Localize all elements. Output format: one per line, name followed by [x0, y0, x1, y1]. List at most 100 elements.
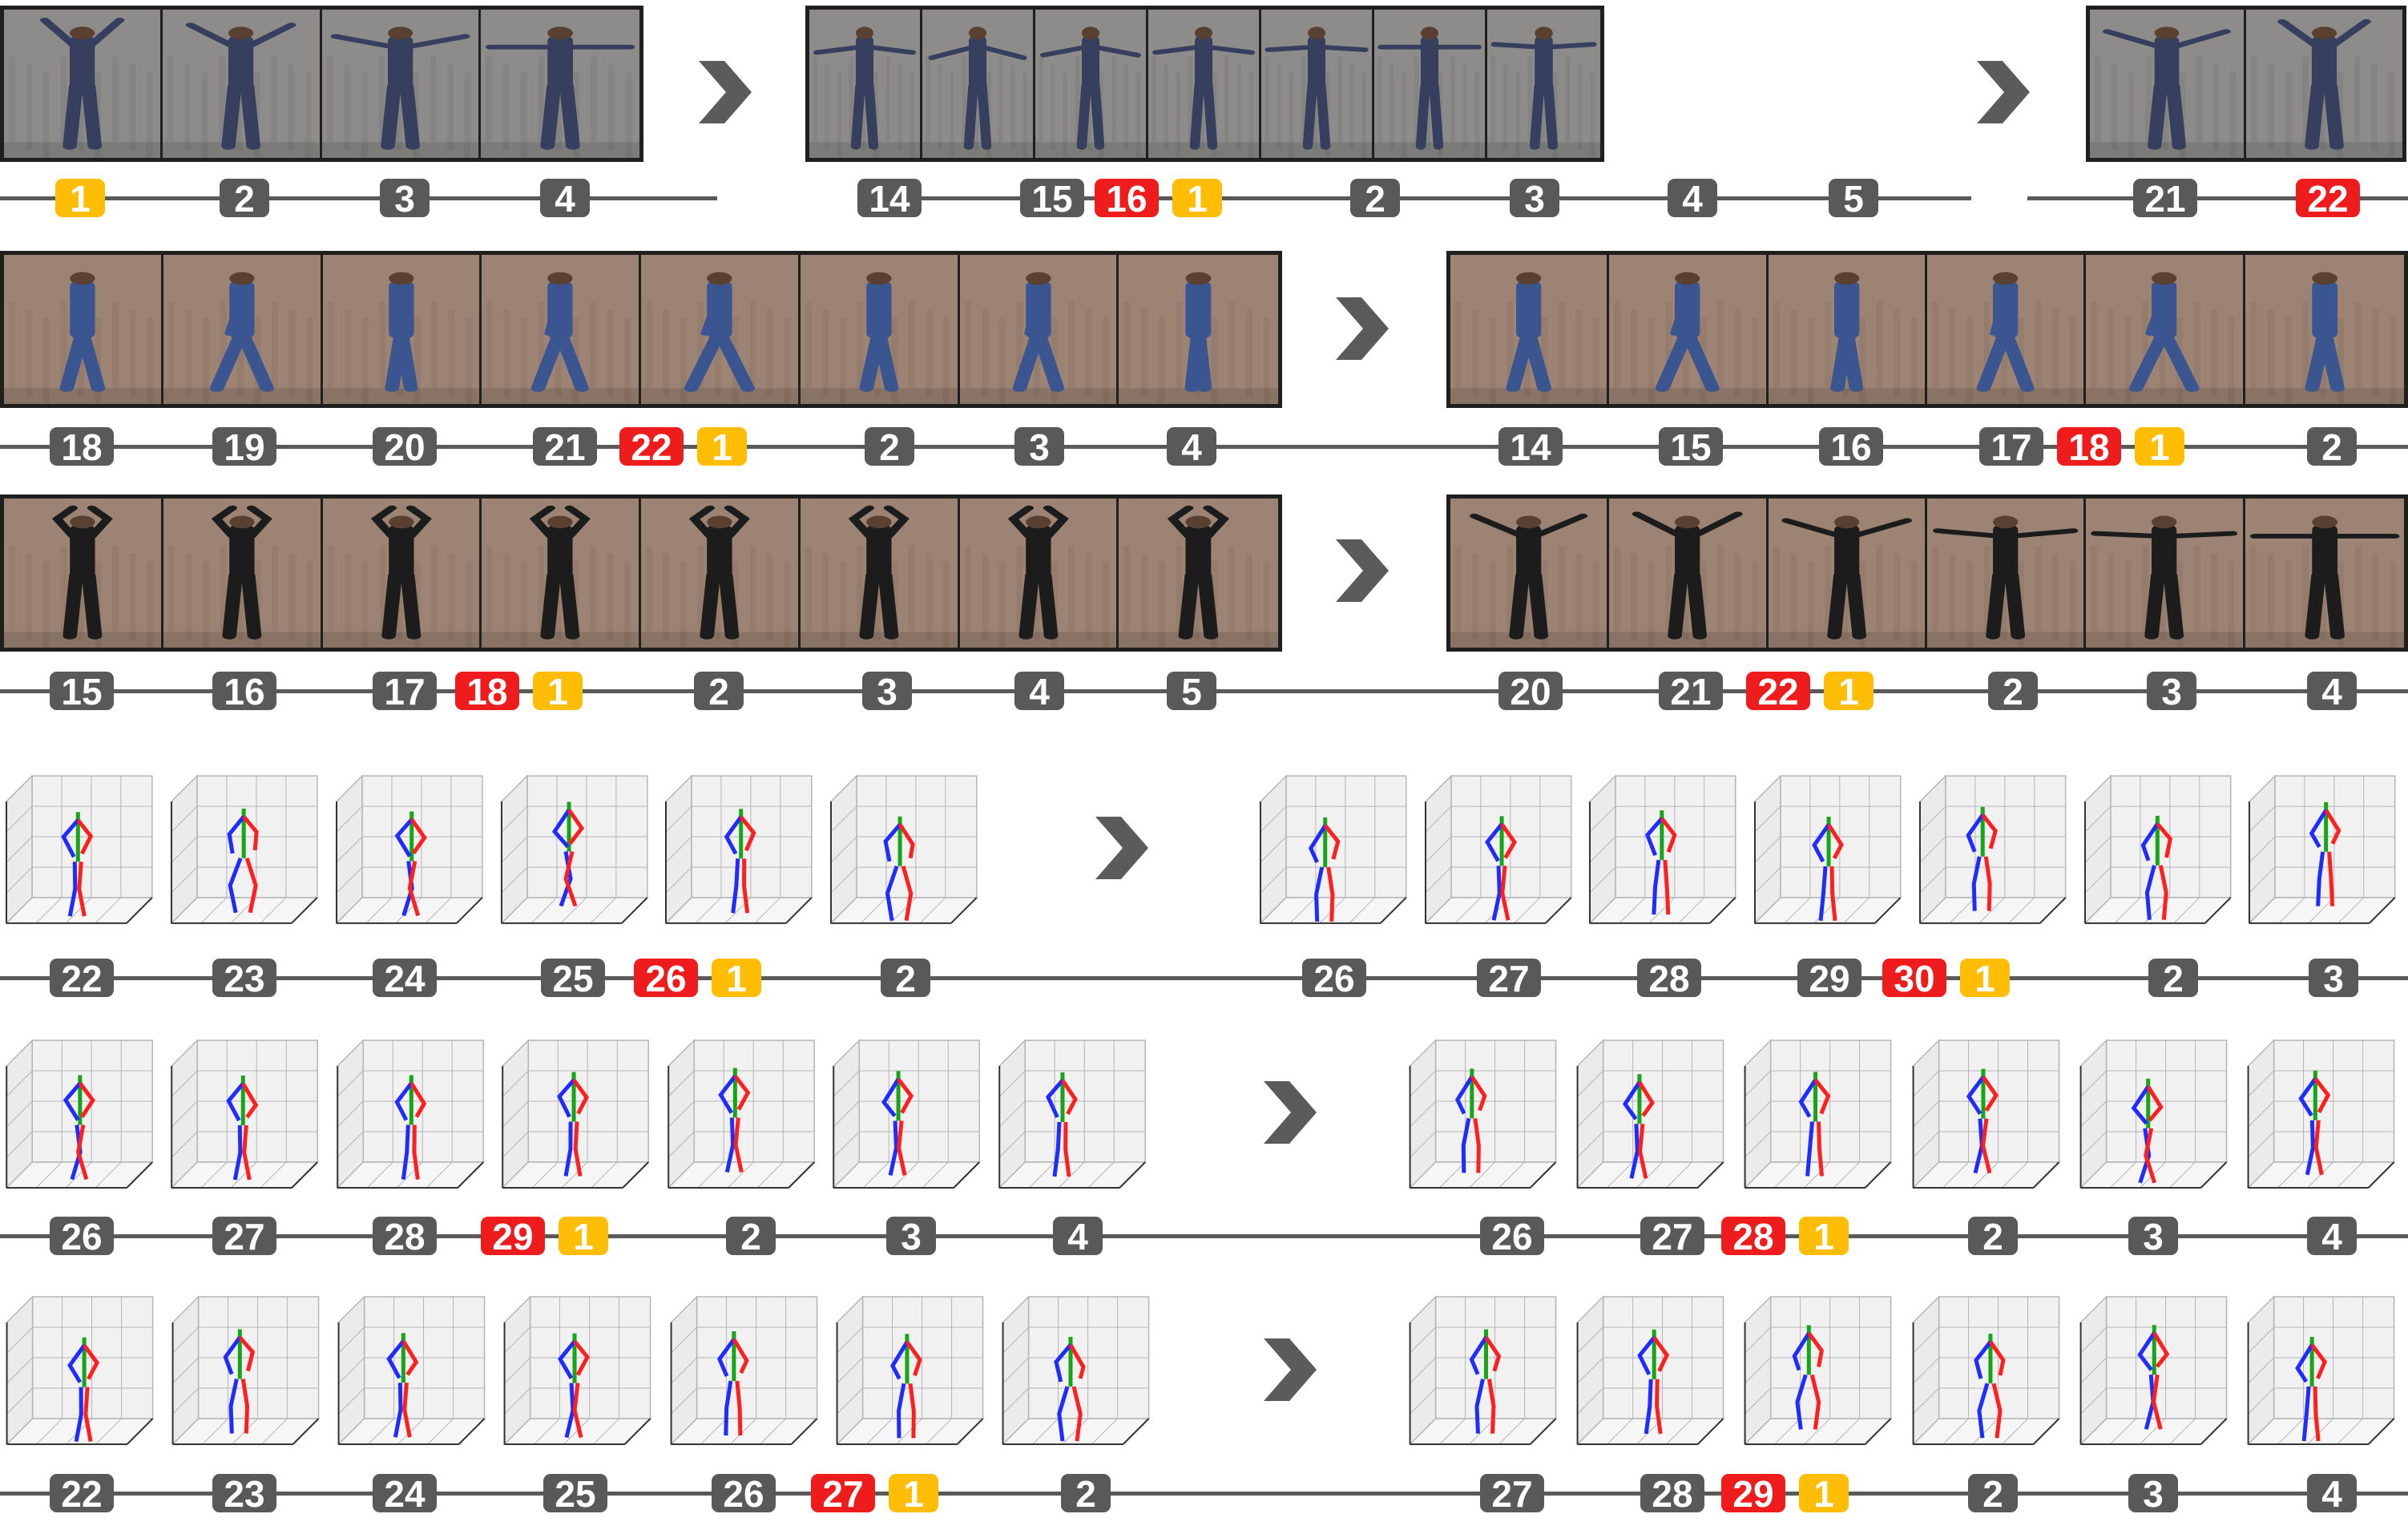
person-figure: [688, 505, 750, 640]
skeleton-3d-plot: [501, 1039, 651, 1189]
frame-index-badge: 2: [220, 179, 269, 219]
person-figure: [211, 505, 272, 640]
frame-index-badge: 20: [373, 427, 437, 467]
frame-index-badge: 30: [1882, 959, 1946, 999]
frame-index-badge: 16: [212, 672, 276, 712]
frame-index-badge: 28: [1721, 1217, 1785, 1257]
timeline-axis: [0, 196, 717, 200]
video-frame: [2245, 499, 2404, 648]
skeleton-3d-plot: [5, 1039, 155, 1189]
chevron-right-icon: [1336, 539, 1389, 602]
skeleton-3d-plot: [170, 774, 319, 925]
video-frame-strip: [0, 495, 1282, 652]
skeleton-3d-plot: [832, 1039, 982, 1189]
video-frame: [1148, 10, 1261, 158]
frame-index-badge: 4: [1053, 1217, 1103, 1257]
frame-index-badge: 29: [1721, 1474, 1785, 1514]
skeleton-3d-plot: [1911, 1039, 2060, 1189]
frame-index-badge: 3: [2309, 959, 2358, 999]
video-frame: [321, 10, 481, 158]
person-figure: [1012, 272, 1064, 392]
frame-index-badge: 26: [50, 1217, 114, 1257]
person-figure: [485, 26, 635, 150]
video-frame: [163, 255, 323, 404]
skeleton-3d-plot: [1744, 1039, 1893, 1189]
frame-index-badge: 27: [811, 1474, 875, 1514]
frame-index-badge: 22: [619, 427, 684, 467]
video-frame: [922, 10, 1035, 158]
frame-index-badge: 4: [2307, 1474, 2357, 1514]
video-frame: [480, 10, 639, 158]
video-frame: [1768, 499, 1927, 648]
frame-index-badge: 14: [1498, 427, 1563, 467]
video-frame: [1926, 499, 2087, 648]
video-frame: [800, 255, 960, 404]
skeleton-3d-plot: [1408, 1039, 1558, 1189]
skeleton-3d-plot: [337, 1295, 486, 1446]
chevron-right-icon: [1264, 1338, 1317, 1401]
person-figure: [1632, 511, 1743, 640]
frame-index-badge: 1: [2135, 427, 2184, 467]
frame-index-badge: 1: [889, 1474, 938, 1514]
video-frame: [641, 499, 801, 648]
frame-index-badge: 25: [543, 1474, 607, 1514]
chevron-right-icon: [699, 61, 752, 123]
frame-index-badge: 3: [2128, 1217, 2178, 1257]
frame-index-badge: 18: [2057, 427, 2121, 467]
skeleton-3d-plot: [664, 774, 813, 925]
frame-index-badge: 4: [2307, 1217, 2357, 1257]
skeleton-3d-plot: [997, 1039, 1147, 1189]
frame-index-badge: 3: [1014, 427, 1064, 467]
video-frame: [1450, 255, 1610, 404]
frame-index-badge: 4: [2307, 672, 2357, 712]
person-figure: [1265, 26, 1369, 150]
frame-index-badge: 1: [55, 179, 105, 219]
person-figure: [848, 505, 910, 640]
skeleton-3d-plot: [1575, 1039, 1725, 1189]
frame-index-badge: 26: [712, 1474, 776, 1514]
skeleton-3d-plot: [2246, 1295, 2396, 1446]
person-figure: [1976, 272, 2035, 392]
person-figure: [1152, 26, 1256, 150]
frame-index-badge: 28: [1640, 1474, 1704, 1514]
frame-index-badge: 4: [1167, 427, 1216, 467]
frame-index-badge: 3: [380, 179, 430, 219]
person-figure: [1655, 272, 1720, 392]
frame-index-badge: 2: [881, 959, 930, 999]
frame-index-badge: 16: [1095, 179, 1159, 219]
frame-index-badge: 2: [2307, 427, 2357, 467]
frame-index-badge: 22: [1746, 672, 1810, 712]
video-frame: [1487, 10, 1600, 158]
skeleton-3d-plot: [1423, 774, 1573, 925]
skeleton-3d-plot: [171, 1295, 321, 1446]
frame-index-badge: 15: [1659, 427, 1723, 467]
frame-index-badge: 21: [2133, 179, 2197, 219]
video-frame: [4, 255, 163, 404]
video-frame: [163, 10, 322, 158]
frame-index-badge: 24: [373, 959, 437, 999]
person-figure: [1184, 272, 1212, 392]
frame-index-badge: 1: [1824, 672, 1874, 712]
video-frame: [4, 10, 163, 158]
timeline-axis: [0, 976, 2408, 980]
frame-index-badge: 15: [50, 672, 114, 712]
video-frame: [163, 499, 323, 648]
frame-index-badge: 15: [1020, 179, 1084, 219]
person-figure: [1781, 515, 1912, 640]
frame-index-badge: 19: [212, 427, 276, 467]
frame-index-badge: 2: [1968, 1474, 2018, 1514]
timeline-axis: [0, 1234, 2408, 1238]
video-frame: [1374, 10, 1487, 158]
skeleton-3d-plot: [336, 1039, 485, 1189]
skeleton-3d-plot: [2079, 1295, 2229, 1446]
person-figure: [859, 272, 899, 392]
frame-index-badge: 2: [1350, 179, 1400, 219]
skeleton-3d-plot: [2083, 774, 2233, 925]
frame-index-badge: 23: [212, 959, 276, 999]
frame-index-badge: 26: [1480, 1217, 1544, 1257]
skeleton-3d-plot: [1744, 1295, 1893, 1446]
video-frame: [1609, 499, 1769, 648]
frame-index-badge: 4: [1014, 672, 1064, 712]
skeleton-3d-plot: [2246, 1039, 2396, 1189]
person-figure: [2249, 515, 2400, 640]
